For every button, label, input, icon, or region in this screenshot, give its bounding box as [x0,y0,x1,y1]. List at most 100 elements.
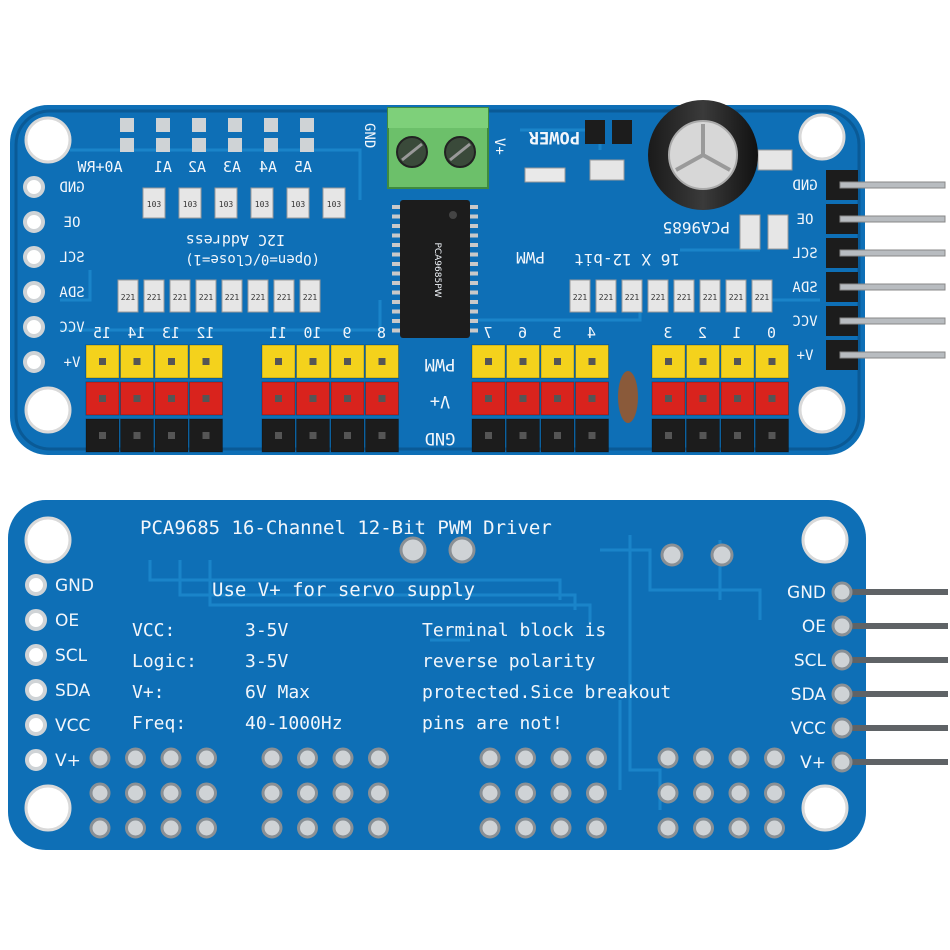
address-title: I2C Address [186,231,285,249]
solder-joint-grid [89,747,785,839]
solder-joint [764,817,785,839]
bottom-left-pin-label: SDA [55,681,91,701]
channel-number: 12 [196,324,214,342]
channel-number: 0 [767,324,776,342]
smd-resistor [569,279,591,313]
smd-resistor [725,279,747,313]
channel-number: 1 [732,324,741,342]
solder-joint [261,817,283,839]
bottom-right-pad [831,683,853,705]
top-left-pin-label: VCC [59,320,84,336]
smd-capacitor [739,214,761,250]
address-jumper-pads [120,118,314,152]
solder-joint [657,817,679,839]
solder-joint [586,747,607,769]
bottom-left-pad [25,714,47,736]
bottom-right-pad [831,717,853,739]
bottom-left-pin-label: OE [55,611,79,631]
address-label: A3 [223,158,241,176]
servo-header-pin [575,418,609,453]
bottom-right-pin-label: V+ [800,753,826,773]
smd-resistor [117,279,139,313]
resistor-code: 103 [291,200,306,209]
resistor-code: 103 [183,200,198,209]
electrolytic-capacitor [648,100,758,210]
bottom-right-header [831,581,948,773]
solder-joint [297,817,318,839]
fuse-component [618,371,638,423]
servo-header-pin [506,418,540,453]
channel-number: 11 [269,324,287,342]
resistor-code: 221 [599,293,614,302]
smd-resistor [221,279,243,313]
bottom-header-pin [840,589,948,595]
bottom-header-pin [840,691,948,697]
top-left-pin-label: V+ [64,355,81,371]
resistor-code: 221 [755,293,770,302]
channel-number: 8 [377,324,386,342]
top-left-pad [23,351,45,373]
solder-joint [160,782,182,804]
bottom-header-pin [840,759,948,765]
smd-resistor [286,187,310,219]
resistor-code: 221 [147,293,162,302]
channel-number: 10 [303,324,321,342]
solder-joint [693,747,714,769]
smd-resistor [247,279,269,313]
bottom-right-pad [831,581,853,603]
solder-joint [261,782,283,804]
address-pad [156,118,170,132]
spec-value: 3-5V [245,651,289,672]
servo-header-pin [471,344,506,379]
solder-joint [297,747,318,769]
address-label: A4 [259,158,277,176]
bottom-right-pin-label: SCL [794,651,827,671]
solder-joint [515,747,536,769]
resistor-code: 221 [225,293,240,302]
power-led [524,120,632,183]
channel-number: 13 [162,324,180,342]
solder-joint [89,817,111,839]
solder-joint [196,782,217,804]
address-pad [264,138,278,152]
spec-label: VCC: [132,620,175,641]
resistor-code: 221 [625,293,640,302]
top-right-pin-label: SCL [792,246,817,262]
spec-label: Logic: [132,651,197,672]
address-pad [300,118,314,132]
smd-resistor [250,187,274,219]
smd-resistor [595,279,617,313]
solder-joint [332,747,354,769]
solder-joint [728,747,750,769]
cap-solder-1 [660,543,684,567]
resistor-code: 221 [277,293,292,302]
top-right-header [826,170,946,370]
terminal-solder-1 [399,536,427,564]
solder-joint [368,782,389,804]
bottom-left-pad [25,679,47,701]
smd-resistor [195,279,217,313]
cap-solder-2 [710,543,734,567]
solder-joint [657,782,679,804]
bottom-left-pad [25,644,47,666]
address-pad [228,138,242,152]
top-left-pad [23,316,45,338]
solder-joint [693,817,714,839]
smd-resistor [143,279,165,313]
power-label: POWER [528,127,580,147]
smd-resistor [142,187,166,219]
resistor-code: 221 [199,293,214,302]
solder-joint [125,782,146,804]
solder-joint [515,782,536,804]
solder-joint [586,782,607,804]
bottom-right-pin-label: GND [787,583,826,603]
resistor-code: 221 [651,293,666,302]
spec-value: 3-5V [245,620,289,641]
chip-subtitle-label: 16 X 12-bit [574,250,680,269]
solder-joint [550,782,572,804]
